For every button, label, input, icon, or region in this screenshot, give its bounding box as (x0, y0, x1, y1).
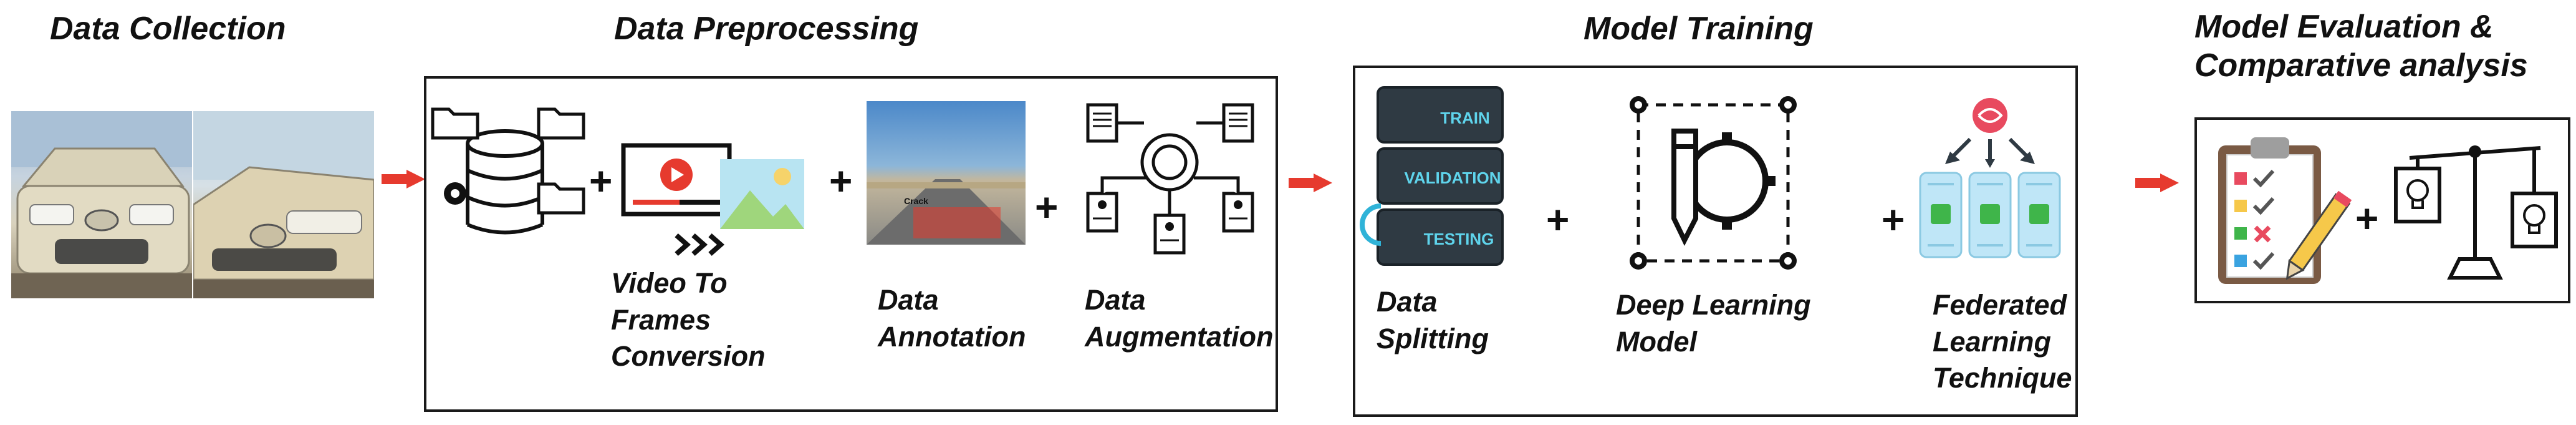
pencil-gear-icon (1630, 96, 1797, 270)
stage-title-preprocessing: Data Preprocessing (614, 11, 919, 47)
video-label-line-3: Conversion (611, 340, 766, 372)
data-annotation-label: Data Annotation (878, 282, 1026, 355)
plus-sign: + (1882, 197, 1905, 242)
lightbulb-icon (2406, 179, 2545, 234)
evaluation-title-line-1: Model Evaluation & (2194, 9, 2494, 45)
flow-arrow-3 (2135, 173, 2179, 192)
image-icon (720, 159, 804, 229)
annotation-label-line-2: Annotation (878, 320, 1026, 353)
video-label-line-1: Video To (611, 267, 728, 299)
federated-learning-label: Federated Learning Technique (1933, 287, 2072, 397)
balance-scale-icon (2394, 145, 2558, 280)
folder-icon (537, 107, 585, 140)
stage-title-evaluation: Model Evaluation & Comparative analysis (2194, 7, 2528, 85)
flow-arrow-2 (1289, 173, 1332, 192)
annotated-road-image: Crack (867, 101, 1026, 245)
plus-sign: + (2355, 196, 2379, 241)
dl-label-line-2: Model (1616, 325, 1697, 358)
checklist-icon (2218, 137, 2352, 284)
data-augmentation-label: Data Augmentation (1085, 282, 1273, 355)
augmentation-label-line-2: Augmentation (1085, 320, 1274, 353)
stage-title-collection: Data Collection (50, 11, 286, 47)
fl-label-line-1: Federated (1933, 289, 2067, 321)
augmentation-label-line-1: Data (1085, 284, 1146, 316)
brain-icon (1919, 98, 2061, 258)
dl-label-line-1: Deep Learning (1616, 289, 1811, 321)
video-to-frames-label: Video To Frames Conversion (611, 265, 766, 375)
ai-gear-icon (1086, 103, 1254, 255)
flow-arrow-1 (382, 170, 425, 188)
video-player-icon (621, 143, 732, 217)
road-illustration (867, 179, 1026, 245)
server-label-validation: VALIDATION (1404, 169, 1501, 187)
car-photo-right (193, 111, 374, 298)
server-label-train: TRAIN (1440, 109, 1489, 127)
plus-sign: + (1035, 185, 1059, 230)
chevrons-icon (675, 233, 725, 256)
splitting-label-line-2: Splitting (1377, 322, 1489, 354)
video-label-line-2: Frames (611, 303, 711, 336)
fl-label-line-2: Learning (1933, 325, 2052, 358)
plus-sign: + (589, 159, 613, 203)
folder-icon (431, 107, 479, 140)
annotation-tag: Crack (904, 196, 928, 206)
plus-sign: + (829, 159, 853, 203)
car-illustration-left (11, 111, 192, 298)
evaluation-title-line-2: Comparative analysis (2194, 47, 2528, 84)
chip-icon (1931, 204, 2049, 224)
plus-sign: + (1546, 197, 1570, 242)
server-label-testing: TESTING (1424, 230, 1494, 248)
fl-label-line-3: Technique (1933, 362, 2072, 394)
folder-icon (537, 182, 585, 215)
deep-learning-model-label: Deep Learning Model (1616, 287, 1811, 360)
car-photo-left (11, 111, 192, 298)
car-illustration-right (193, 111, 374, 298)
server-stack-icon: TRAIN VALIDATION TESTING (1360, 86, 1504, 266)
stage-title-training: Model Training (1584, 11, 1814, 47)
splitting-label-line-1: Data (1377, 286, 1438, 318)
data-splitting-label: Data Splitting (1377, 284, 1489, 357)
annotation-label-line-1: Data (878, 284, 939, 316)
